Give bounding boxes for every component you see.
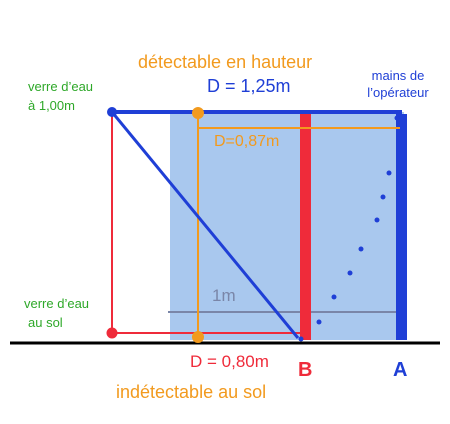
hands-label-line2: l’opérateur [367,85,429,100]
blue-bar-a [396,114,407,340]
distance-floor-label: D = 0,80m [190,352,269,371]
hand-trajectory [298,115,400,342]
glass-floor-label-line2: au sol [28,315,63,330]
one-meter-label: 1m [212,286,236,305]
point-b-label: B [298,359,312,381]
glass-high-label-line1: verre d’eau [28,79,93,94]
trajectory-dot [380,194,386,200]
trajectory-dot [386,170,392,176]
blue-diagonal-line [110,111,300,339]
glass-floor-label-line1: verre d’eau [24,296,89,311]
glass-high-label-line2: à 1,00m [28,98,75,113]
red-bar-b [300,114,311,340]
bottom-caption: indétectable au sol [116,382,266,402]
glass-floor-point [106,327,118,339]
distance-mid-label: D=0,87m [214,133,279,150]
glass-high-point [107,107,117,117]
point-a-label: A [393,359,407,381]
trajectory-dot [358,246,364,252]
orange-top-point [192,107,204,119]
trajectory-dot [316,319,322,325]
trajectory-dot [394,115,400,121]
top-caption: détectable en hauteur [138,52,312,72]
hands-label-line1: mains de [372,68,425,83]
trajectory-dot [374,217,380,223]
orange-floor-point [192,331,204,343]
detection-zone [170,112,404,340]
trajectory-dot [298,336,304,342]
distance-top-label: D = 1,25m [207,76,291,96]
trajectory-dot [331,294,337,300]
trajectory-dot [347,270,353,276]
